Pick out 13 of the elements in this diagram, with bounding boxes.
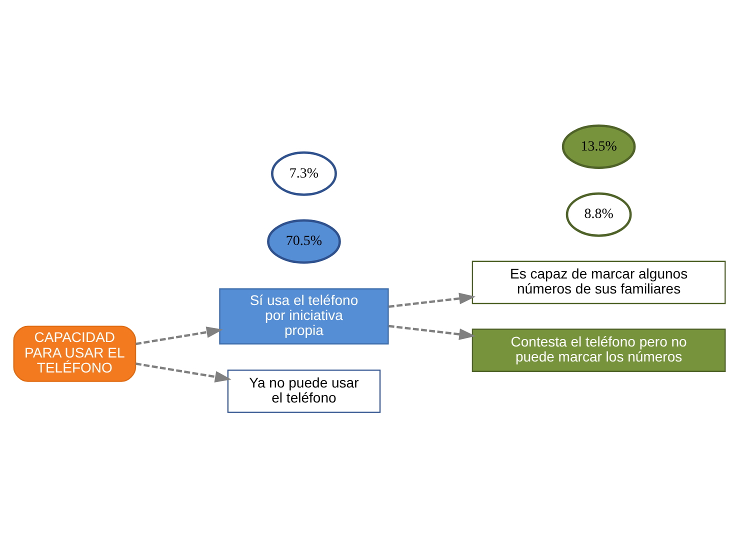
node-box: Sí usa el teléfono por iniciativa propia [219,288,389,344]
node-box: Contesta el teléfono pero no puede marcar los números [472,328,726,372]
node-ellipse: 13.5% [562,124,636,168]
arrow [388,324,476,340]
node-ellipse: 70.5% [267,218,341,264]
node-box: Es capaz de marcar algunos números de sus familiares [472,260,726,304]
node-ellipse: 8.8% [566,192,632,236]
arrow [136,362,232,382]
arrow [136,326,223,345]
node-box: Ya no puede usar el teléfono [227,369,381,412]
node-ellipse: 7.3% [271,150,337,196]
arrow [388,292,476,308]
node-box: CAPACIDAD PARA USAR EL TELÉFONO [13,325,136,382]
